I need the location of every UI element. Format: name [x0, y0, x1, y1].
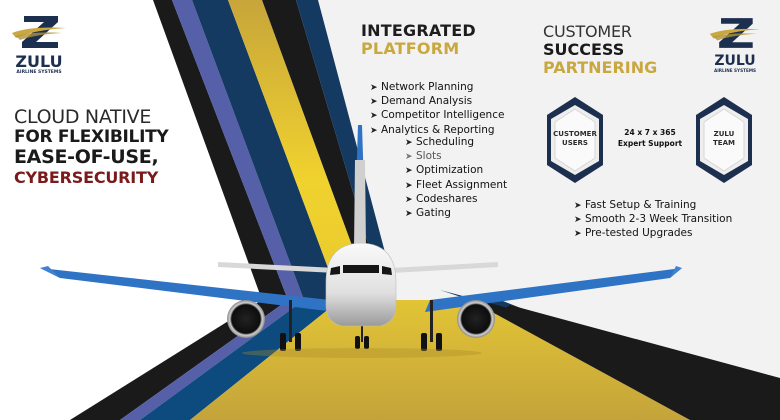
- tagline-ease-of-use: EASE-OF-USE,: [14, 146, 159, 169]
- arrow-bullet-icon: ➤: [574, 201, 582, 211]
- tagline-flexibility: FOR FLEXIBILITY: [14, 127, 169, 148]
- list-item: ➤Fast Setup & Training: [574, 199, 732, 213]
- arrow-bullet-icon: ➤: [405, 138, 413, 148]
- heading-customer: CUSTOMER: [543, 22, 632, 41]
- arrow-bullet-icon: ➤: [405, 194, 413, 205]
- hex-label: CUSTOMER USERS: [553, 130, 597, 147]
- support-label: Expert Support: [617, 139, 683, 148]
- logo-subtitle-text: AIRLINE SYSTEMS: [713, 68, 757, 73]
- heading-platform: PLATFORM: [361, 39, 460, 59]
- support-text: 24 x 7 x 365 Expert Support: [612, 127, 688, 149]
- list-item: ➤Competitor Intelligence: [370, 109, 504, 123]
- hex-label: ZULU TEAM: [713, 130, 735, 147]
- logo-brand-text: ZULU: [15, 52, 63, 71]
- arrow-bullet-icon: ➤: [370, 83, 378, 93]
- list-item: ➤Demand Analysis: [370, 95, 504, 109]
- arrow-bullet-icon: ➤: [405, 180, 413, 191]
- list-item: ➤Smooth 2-3 Week Transition: [574, 213, 732, 227]
- zulu-logo-left: ZULU AIRLINE SYSTEMS: [10, 14, 68, 76]
- logo-subtitle-text: AIRLINE SYSTEMS: [16, 70, 62, 75]
- arrow-bullet-icon: ➤: [370, 111, 378, 122]
- zulu-z-logo-icon: [709, 18, 761, 48]
- arrow-bullet-icon: ➤: [370, 97, 378, 108]
- platform-secondary-list: ➤Scheduling ➤Slots ➤Optimization ➤Fleet …: [405, 136, 507, 221]
- heading-partnering: PARTNERING: [543, 57, 658, 77]
- list-item: ➤Gating: [405, 207, 507, 221]
- arrow-bullet-icon: ➤: [574, 229, 582, 240]
- integrated-platform-heading: INTEGRATED PLATFORM: [361, 21, 476, 59]
- list-item: ➤Codeshares: [405, 193, 507, 207]
- zulu-z-logo-icon: [12, 16, 66, 48]
- heading-integrated: INTEGRATED: [361, 21, 476, 40]
- zulu-logo-right: ZULU AIRLINE SYSTEMS: [708, 16, 762, 73]
- heading-success: SUCCESS: [543, 39, 625, 59]
- arrow-bullet-icon: ➤: [574, 215, 582, 226]
- arrow-bullet-icon: ➤: [370, 125, 378, 136]
- support-hours: 24 x 7 x 365: [624, 128, 676, 137]
- customer-success-list: ➤Fast Setup & Training ➤Smooth 2-3 Week …: [574, 199, 732, 242]
- arrow-bullet-icon: ➤: [405, 152, 413, 163]
- hexagon-badge-icon: [696, 97, 752, 183]
- hexagon-badge-icon: [547, 97, 603, 183]
- left-tagline: CLOUD NATIVE FOR FLEXIBILITY EASE-OF-USE…: [14, 106, 169, 187]
- arrow-bullet-icon: ➤: [405, 166, 413, 177]
- customer-success-heading: CUSTOMER SUCCESS PARTNERING: [543, 23, 657, 77]
- list-item: ➤Scheduling: [405, 136, 507, 150]
- platform-primary-list: ➤Network Planning ➤Demand Analysis ➤Comp…: [370, 81, 504, 138]
- hexagon-customer-users: CUSTOMER USERS: [547, 97, 603, 183]
- list-item: ➤Optimization: [405, 164, 507, 178]
- hexagon-zulu-team: ZULU TEAM: [696, 97, 752, 183]
- logo-brand-text: ZULU: [714, 53, 756, 69]
- list-item: ➤Analytics & Reporting: [370, 124, 504, 138]
- list-item: ➤Slots: [405, 150, 507, 164]
- tagline-cybersecurity: CYBERSECURITY: [14, 167, 159, 187]
- list-item: ➤Fleet Assignment: [405, 179, 507, 193]
- list-item: ➤Pre-tested Upgrades: [574, 227, 732, 241]
- list-item: ➤Network Planning: [370, 81, 504, 95]
- tagline-cloud-native: CLOUD NATIVE: [14, 106, 152, 128]
- arrow-bullet-icon: ➤: [405, 209, 413, 220]
